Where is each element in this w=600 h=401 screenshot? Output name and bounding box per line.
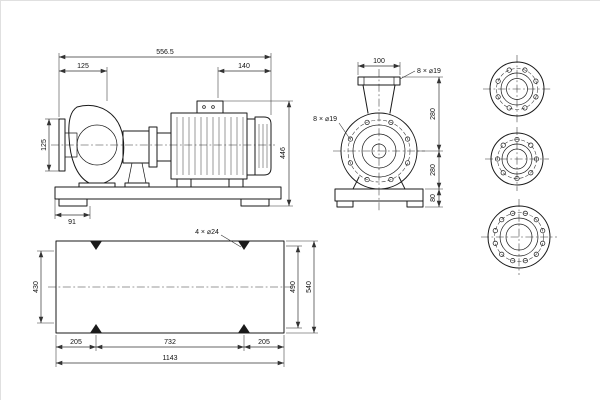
dim-side-front-offset-group: 125 — [59, 63, 108, 101]
dim-end-flange-width-group: 100 — [357, 58, 401, 75]
fan-cover-slots — [258, 124, 268, 168]
dim-plan-depth-holes-group: 490 — [286, 245, 302, 329]
motor-fins — [176, 117, 244, 175]
dim-side-overall-length: 556.5 — [156, 49, 174, 56]
dim-plan-length-right: 205 — [258, 339, 270, 346]
suction-bolt-circle — [347, 119, 411, 183]
dim-plan-length-center: 732 — [164, 339, 176, 346]
callout-anchor-holes: 4 × ⌀24 — [195, 229, 219, 236]
dim-plan-depth-overall-group: 540 — [286, 240, 318, 334]
side-elevation-view: 556.5 125 140 125 446 91 — [41, 49, 293, 226]
callout-anchor-holes-group: 4 × ⌀24 — [195, 229, 242, 248]
dim-side-flange-height: 125 — [41, 139, 48, 151]
baseplate-end — [334, 188, 424, 208]
foundation-foot-right — [240, 198, 270, 207]
plan-view: 4 × ⌀24 430 490 540 — [33, 229, 318, 367]
dim-plan-length-left: 205 — [70, 339, 82, 346]
casing-foot-right — [398, 176, 406, 190]
dim-plan-depth-inner-group: 430 — [33, 250, 54, 324]
callout-suction-flange-holes: 8 × ⌀19 — [313, 116, 337, 123]
dim-plan-length-overall: 1143 — [162, 355, 177, 362]
dim-plan-depth-overall: 540 — [306, 281, 313, 293]
dim-side-foot-offset: 91 — [68, 219, 76, 226]
dim-end-height-upper: 280 — [430, 108, 437, 120]
flange-bottom-bolt-holes — [492, 210, 546, 264]
dim-side-foot-offset-group: 91 — [54, 199, 91, 226]
dim-plan-depth-inner: 430 — [33, 281, 40, 293]
fan-cover — [254, 116, 272, 176]
dim-side-overall-height: 446 — [280, 147, 287, 159]
dim-side-overall-length-group: 556.5 — [58, 49, 272, 117]
dim-end-heights-group: 280 280 80 — [402, 76, 443, 208]
flange-top-bolt-holes — [495, 67, 539, 111]
dim-side-rear-length-group: 140 — [217, 63, 271, 98]
end-view: 100 8 × ⌀19 8 × ⌀19 280 280 80 — [313, 58, 443, 211]
dim-side-overall-height-group: 446 — [223, 100, 293, 207]
flange-middle-bolt-holes — [494, 136, 540, 182]
baseplate-side — [54, 186, 282, 207]
dim-plan-depth-holes: 490 — [290, 281, 297, 293]
anchor-holes — [90, 241, 250, 333]
dim-end-base-height: 80 — [430, 194, 437, 202]
callout-discharge-holes-group: 8 × ⌀19 — [399, 68, 441, 80]
dim-end-height-lower: 280 — [430, 164, 437, 176]
dim-side-flange-height-group: 125 — [41, 118, 59, 172]
callout-discharge-flange-holes: 8 × ⌀19 — [417, 68, 441, 75]
casing-foot-left — [352, 176, 360, 190]
suction-bolt-holes — [347, 119, 411, 183]
dim-plan-lengths-group: 205 732 205 1143 — [55, 335, 285, 367]
dim-side-front-offset: 125 — [77, 63, 89, 70]
dim-side-rear-length: 140 — [238, 63, 250, 70]
flange-detail-middle — [485, 127, 549, 191]
callout-suction-holes-group: 8 × ⌀19 — [313, 116, 351, 140]
discharge-flange — [357, 76, 401, 114]
flange-detail-top — [483, 55, 551, 123]
dim-end-flange-width: 100 — [373, 58, 385, 65]
terminal-box — [196, 100, 224, 114]
flange-detail-bottom — [481, 199, 557, 275]
foundation-foot-left — [58, 198, 88, 207]
motor — [170, 100, 272, 188]
